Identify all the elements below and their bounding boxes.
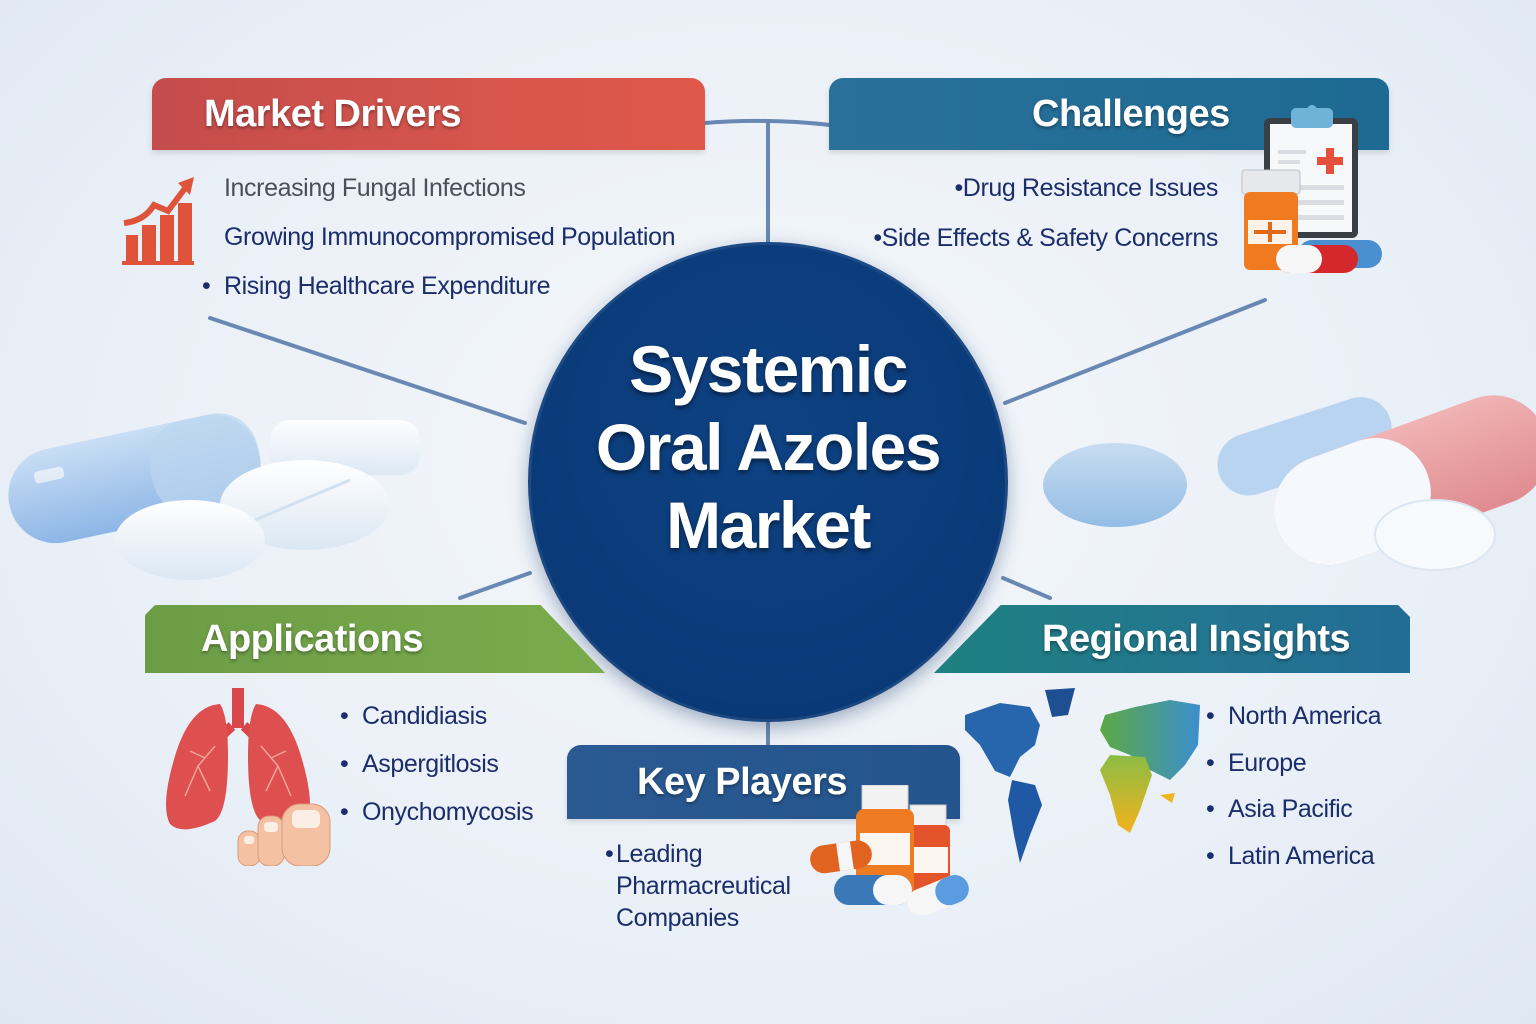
list-item: •Asia Pacific [1206, 795, 1353, 823]
title-line-2: Oral Azoles [595, 410, 942, 484]
list-item: •Candidiasis [340, 702, 487, 730]
list-item: •Aspergitlosis [340, 750, 499, 778]
key-players-title: Key Players [637, 760, 848, 803]
list-item: •Europe [1206, 748, 1307, 777]
list-item: •Side Effects & Safety Concerns [873, 224, 1218, 252]
challenges-title: Challenges [1032, 92, 1230, 135]
pills-decoration-left-icon [8, 413, 420, 580]
regional-insights-title: Regional Insights [1042, 617, 1351, 660]
connector-regional [1001, 576, 1052, 600]
connector-top-bar [703, 118, 832, 127]
center-title: Systemic Oral Azoles Market [595, 330, 942, 564]
list-item: Increasing Fungal Infections [224, 174, 526, 202]
list-item: •Onychomycosis [340, 798, 534, 826]
title-line-1: Systemic [629, 332, 908, 406]
list-item: •Rising Healthcare Expenditure [202, 272, 551, 300]
center-title-circle: Systemic Oral Azoles Market [528, 242, 1008, 722]
applications-title: Applications [201, 617, 424, 660]
market-drivers-title: Market Drivers [204, 92, 462, 135]
applications-header: Applications [145, 605, 605, 673]
market-drivers-header: Market Drivers [152, 78, 705, 150]
challenges-list: •Drug Resistance Issues •Side Effects & … [860, 163, 1218, 263]
lungs-toe-icon [166, 688, 331, 866]
connector-applications [458, 571, 532, 600]
key-players-list: •Leading Pharmacreutical Companies [605, 838, 815, 934]
applications-list: •Candidiasis •Aspergitlosis •Onychomycos… [340, 692, 534, 836]
regional-insights-list: •North America •Europe •Asia Pacific •La… [1206, 693, 1382, 879]
list-item: •Drug Resistance Issues [954, 174, 1218, 202]
world-map-icon [965, 688, 1200, 863]
market-drivers-list: Increasing Fungal Infections Growing Imm… [202, 164, 675, 311]
list-item: Growing Immunocompromised Population [224, 223, 676, 251]
list-item: •Latin America [1206, 841, 1375, 870]
connector-challenges [1003, 298, 1267, 405]
pills-decoration-right-icon [1043, 395, 1536, 571]
regional-insights-header: Regional Insights [934, 605, 1410, 673]
connector-drivers [208, 316, 527, 425]
list-item: •Leading Pharmacreutical Companies [605, 840, 791, 932]
pill-bottles-icon [810, 785, 969, 915]
growth-chart-icon [122, 177, 194, 265]
list-item: •North America [1206, 702, 1382, 730]
title-line-3: Market [666, 488, 871, 562]
clipboard-medicine-icon [1241, 105, 1382, 273]
